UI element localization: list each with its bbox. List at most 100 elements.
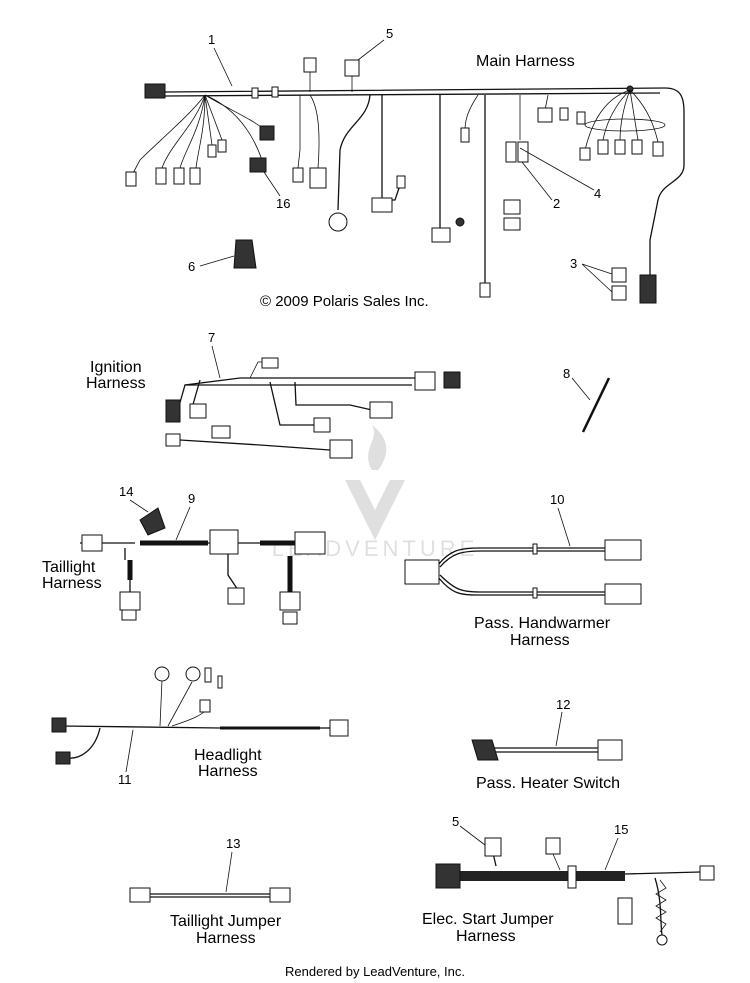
main-fan-4 [629, 89, 639, 141]
main-connector-f [207, 144, 217, 158]
leader-5a [357, 39, 385, 61]
main-connector-i [309, 167, 327, 189]
leader-10 [557, 507, 571, 547]
callout-4: 4 [594, 186, 601, 201]
title-handwarmer-line1: Pass. Handwarmer [474, 615, 611, 632]
taillight-connector-h [282, 611, 298, 625]
taillight-bracket-14 [139, 507, 166, 536]
callout-14: 14 [119, 484, 133, 499]
title-elec-start-line1: Elec. Start Jumper [422, 911, 554, 928]
elec-start-connector-low [617, 897, 633, 925]
title-handwarmer-line2: Harness [510, 632, 570, 649]
main-clip-1 [251, 87, 259, 99]
handwarmer-connector-main [404, 559, 440, 585]
main-connector-b [155, 167, 167, 185]
elec-start-lead-right [624, 871, 701, 875]
headlight-connector-clip [217, 675, 223, 689]
cable-tie [581, 377, 611, 433]
main-drop-7 [464, 94, 479, 131]
handwarmer-wire-bottom [439, 574, 605, 593]
callout-3: 3 [570, 256, 577, 271]
taillight-wire-e [227, 548, 239, 591]
main-connector-l [396, 175, 406, 189]
ignition-connector-c [443, 371, 461, 389]
leader-13 [225, 851, 233, 893]
leader-4 [519, 147, 595, 191]
main-connector-3b [611, 285, 627, 301]
callout-13: 13 [226, 836, 240, 851]
handwarmer-harness: Pass. Handwarmer Harness 10 [404, 492, 642, 649]
leader-3a [581, 263, 613, 275]
headlight-drop [65, 727, 101, 759]
main-connector-n [460, 127, 470, 143]
headlight-connector-left [51, 717, 67, 733]
ignition-connector-d [369, 401, 393, 419]
main-connector-c [173, 167, 185, 185]
ignition-harness: Ignition Harness 7 [86, 330, 461, 459]
jumper-connector-left [129, 887, 151, 903]
handwarmer-wire-top [437, 547, 605, 566]
elec-start-connector-left [435, 863, 461, 889]
headlight-bulb-b [185, 666, 201, 682]
leader-5b [459, 825, 486, 846]
main-round-connector [328, 212, 348, 232]
main-drop-1 [297, 95, 301, 169]
cable-tie-8: 8 [563, 366, 611, 433]
taillight-connector-b [209, 529, 239, 555]
ignition-connector-h [189, 403, 207, 419]
ignition-branch-a [191, 379, 201, 409]
elec-start-connector-top [545, 837, 561, 855]
callout-15: 15 [614, 822, 628, 837]
title-jumper-line1: Taillight Jumper [170, 913, 282, 930]
handwarmer-connector-bottom [604, 583, 642, 605]
headlight-connector-small [204, 667, 212, 683]
callout-5a: 5 [386, 26, 393, 41]
leader-15 [604, 837, 619, 871]
headlight-connector-right [329, 719, 349, 737]
handwarmer-wire-top-2 [439, 550, 605, 568]
main-left-branch-b [161, 94, 206, 169]
ignition-connector-b [414, 371, 436, 391]
main-end-connector [144, 83, 166, 99]
title-headlight-line1: Headlight [194, 747, 262, 764]
leader-16 [263, 171, 281, 197]
title-elec-start-line2: Harness [456, 928, 516, 945]
main-connector-u [579, 147, 591, 161]
callout-11: 11 [118, 772, 132, 787]
main-connector-d [189, 167, 201, 185]
main-relay-5 [344, 59, 360, 77]
leader-7 [211, 345, 221, 379]
leader-3b [581, 263, 613, 293]
ignition-connector-e [313, 417, 331, 433]
main-connector-t [576, 111, 586, 125]
main-left-branch-a [131, 94, 206, 176]
callout-2: 2 [553, 196, 560, 211]
main-fan-1 [584, 89, 631, 151]
elec-start-jumper-harness: Elec. Start Jumper Harness 5 15 [422, 814, 715, 946]
main-left-branch-f [204, 94, 213, 146]
headlight-connector-low [55, 751, 71, 765]
headlight-branch-b [167, 681, 193, 727]
leader-8 [571, 377, 591, 401]
callout-5b: 5 [452, 814, 459, 829]
main-harness-trunk [164, 87, 685, 275]
main-end-block [639, 274, 657, 304]
ignition-connector-i [211, 425, 231, 439]
main-harness: Main Harness © 2009 Polaris Sales Inc. 1… [125, 26, 685, 310]
elec-start-ring-terminal [656, 934, 668, 946]
callout-7: 7 [208, 330, 215, 345]
taillight-jumper-harness: Taillight Jumper Harness 13 [129, 836, 291, 947]
title-taillight-line2: Harness [42, 575, 102, 592]
handwarmer-connector-top [604, 539, 642, 561]
heater-connector [597, 739, 623, 761]
main-connector-e [217, 139, 227, 153]
main-connector-x [631, 139, 643, 155]
main-fan-2 [602, 89, 631, 141]
ignition-connector-a [261, 357, 279, 369]
main-connector-r [537, 107, 553, 123]
callout-12: 12 [556, 697, 570, 712]
main-left-branch-g [204, 94, 266, 131]
leader-2 [521, 161, 553, 201]
main-fan-loom [584, 118, 666, 132]
